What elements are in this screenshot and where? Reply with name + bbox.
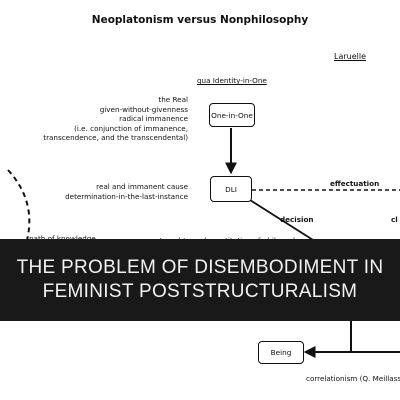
cause-description: real and immanent cause determination-in… — [65, 182, 188, 201]
real-line: given-without-givenness — [99, 104, 188, 114]
cause-line: real and immanent cause — [96, 182, 188, 191]
title-banner: THE PROBLEM OF DISEMBODIMENT IN FEMINIST… — [0, 239, 400, 321]
correlationism-label: correlationism (Q. Meillassou — [306, 374, 400, 383]
real-line: the Real — [158, 95, 188, 104]
decision-label: decision — [280, 215, 314, 224]
author-label: Laruelle — [333, 52, 366, 61]
edge-fragment-label: cl — [391, 215, 398, 224]
node-one-in-one: One-in-One — [209, 103, 255, 127]
path-of-knowledge-label: path of knowledge — [29, 234, 96, 244]
qua-identity-label: qua Identity-in-One — [197, 76, 267, 85]
real-line: radical immanence — [119, 114, 188, 123]
node-being: Being — [258, 341, 304, 364]
effectuation-label: effectuation — [330, 179, 380, 188]
banner-line-2: FEMINIST POSTSTRUCTURALISM — [42, 281, 358, 302]
cause-line: determination-in-the-last-instance — [65, 191, 188, 201]
real-line: transcendence, and the transcendental) — [43, 133, 188, 142]
real-line: (i.e. conjunction of immanence, — [74, 123, 188, 133]
real-description: the Real given-without-givenness radical… — [43, 95, 188, 143]
path-of-knowledge-arc — [7, 169, 31, 251]
node-dli: DLI — [210, 176, 252, 202]
banner-line-1: THE PROBLEM OF DISEMBODIMENT IN — [16, 256, 384, 278]
diagram-title: Neoplatonism versus Nonphilosophy — [91, 14, 309, 26]
